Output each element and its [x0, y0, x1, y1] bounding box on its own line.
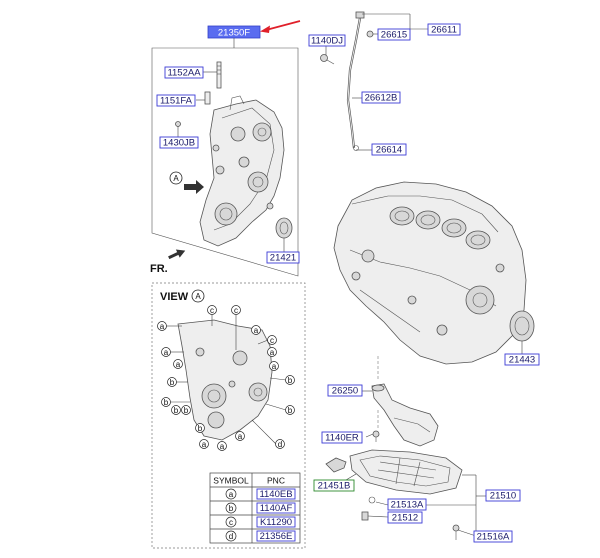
svg-text:1140DJ: 1140DJ: [311, 36, 343, 47]
label-26612B[interactable]: 26612B: [361, 91, 401, 104]
svg-text:21421: 21421: [270, 253, 296, 264]
timing-chain-cover: [199, 95, 285, 247]
svg-text:c: c: [270, 336, 274, 345]
legend-pnc[interactable]: 21356E: [260, 531, 293, 542]
rear-oil-seal-21443: [509, 310, 535, 342]
bolt-21516A: [452, 524, 460, 540]
svg-text:c: c: [234, 306, 238, 315]
label-21443[interactable]: 21443: [504, 353, 540, 366]
label-1430JB[interactable]: 1430JB: [159, 136, 199, 149]
svg-text:a: a: [176, 360, 181, 369]
svg-text:b: b: [288, 376, 293, 385]
svg-text:1152AA: 1152AA: [167, 68, 201, 79]
svg-text:VIEW: VIEW: [160, 291, 189, 303]
svg-text:a: a: [160, 322, 165, 331]
svg-text:a: a: [270, 348, 275, 357]
svg-text:21513A: 21513A: [391, 500, 424, 511]
svg-text:b: b: [164, 398, 169, 407]
svg-text:a: a: [164, 348, 169, 357]
bolt-1140ER: [372, 430, 380, 442]
label-21510[interactable]: 21510: [485, 489, 521, 502]
label-21516A[interactable]: 21516A: [473, 530, 513, 543]
legend-pnc[interactable]: 1140AF: [260, 503, 293, 514]
svg-text:26612B: 26612B: [365, 93, 398, 104]
bolt-1140DJ: [320, 54, 335, 65]
svg-text:26614: 26614: [376, 145, 402, 156]
drain-plug-21512: [361, 511, 369, 521]
stud-1152AA: [216, 61, 222, 89]
label-1152AA[interactable]: 1152AA: [164, 66, 204, 79]
label-26611[interactable]: 26611: [427, 23, 461, 36]
label-21513A[interactable]: 21513A: [387, 498, 427, 511]
svg-text:a: a: [254, 326, 259, 335]
svg-text:a: a: [202, 440, 207, 449]
legend-symbol: d: [229, 532, 233, 541]
legend-symbol: c: [229, 518, 233, 527]
symbol-legend-table: SYMBOL PNC a 1140EB b 1140AF c K11290 d …: [209, 472, 301, 544]
svg-text:FR.: FR.: [150, 263, 168, 275]
arrow-right-icon: [184, 180, 204, 194]
svg-text:b: b: [198, 424, 203, 433]
legend-symbol-header: SYMBOL: [213, 476, 249, 486]
label-26614[interactable]: 26614: [371, 143, 407, 156]
label-21451B[interactable]: 21451B: [313, 479, 355, 492]
label-1140ER[interactable]: 1140ER: [321, 431, 363, 444]
view-a-cover-drawing: [177, 319, 273, 441]
svg-text:a: a: [220, 442, 225, 451]
svg-text:21516A: 21516A: [477, 532, 510, 543]
svg-text:21510: 21510: [490, 491, 516, 502]
header-part-label[interactable]: 21350F: [207, 25, 261, 39]
gasket-21513A: [368, 496, 376, 504]
legend-pnc-header: PNC: [267, 476, 285, 486]
svg-text:26615: 26615: [381, 30, 407, 41]
view-a-title: VIEW A: [160, 289, 205, 303]
label-21421[interactable]: 21421: [266, 251, 300, 264]
drain-sensor-21451B: [325, 457, 347, 473]
label-26615[interactable]: 26615: [377, 28, 411, 41]
oil-pan-21510: [349, 449, 463, 495]
svg-text:a: a: [272, 362, 277, 371]
svg-text:d: d: [278, 440, 282, 449]
view-a-marker: A: [169, 171, 204, 194]
pin-1151FA: [204, 91, 211, 105]
svg-text:1430JB: 1430JB: [163, 138, 195, 149]
label-1140DJ[interactable]: 1140DJ: [308, 34, 346, 47]
legend-symbol: b: [229, 504, 234, 513]
red-arrow-icon: [260, 20, 301, 33]
front-direction-marker: FR.: [150, 249, 186, 275]
oil-strainer-26250: [371, 383, 439, 447]
svg-text:1151FA: 1151FA: [160, 96, 193, 107]
label-1151FA[interactable]: 1151FA: [156, 94, 196, 107]
label-26250[interactable]: 26250: [327, 384, 363, 397]
svg-text:26250: 26250: [332, 386, 358, 397]
label-21512[interactable]: 21512: [387, 511, 423, 524]
svg-text:1140ER: 1140ER: [325, 433, 359, 444]
cover-panel-outline: [151, 47, 299, 277]
svg-text:b: b: [288, 406, 293, 415]
view-a-callouts: a a b b b b b a a a d b b a a c a c c a: [157, 305, 295, 451]
svg-text:c: c: [210, 306, 214, 315]
oil-dipstick: [346, 11, 374, 151]
engine-cylinder-block: [333, 181, 527, 365]
oil-seal-21421: [275, 217, 293, 239]
legend-pnc[interactable]: 1140EB: [259, 489, 292, 500]
svg-text:21443: 21443: [509, 355, 535, 366]
svg-text:26611: 26611: [431, 25, 457, 36]
bolt-1430JB: [175, 121, 181, 127]
svg-text:b: b: [174, 406, 179, 415]
svg-text:21512: 21512: [392, 513, 418, 524]
svg-text:21350F: 21350F: [218, 28, 250, 39]
svg-text:A: A: [195, 292, 201, 301]
svg-text:a: a: [238, 432, 243, 441]
view-a-panel-outline: [151, 282, 306, 549]
svg-text:b: b: [170, 378, 175, 387]
legend-pnc[interactable]: K11290: [260, 517, 292, 528]
legend-symbol: a: [229, 490, 234, 499]
svg-text:21451B: 21451B: [318, 481, 351, 492]
svg-text:A: A: [173, 174, 179, 183]
svg-text:b: b: [184, 406, 189, 415]
